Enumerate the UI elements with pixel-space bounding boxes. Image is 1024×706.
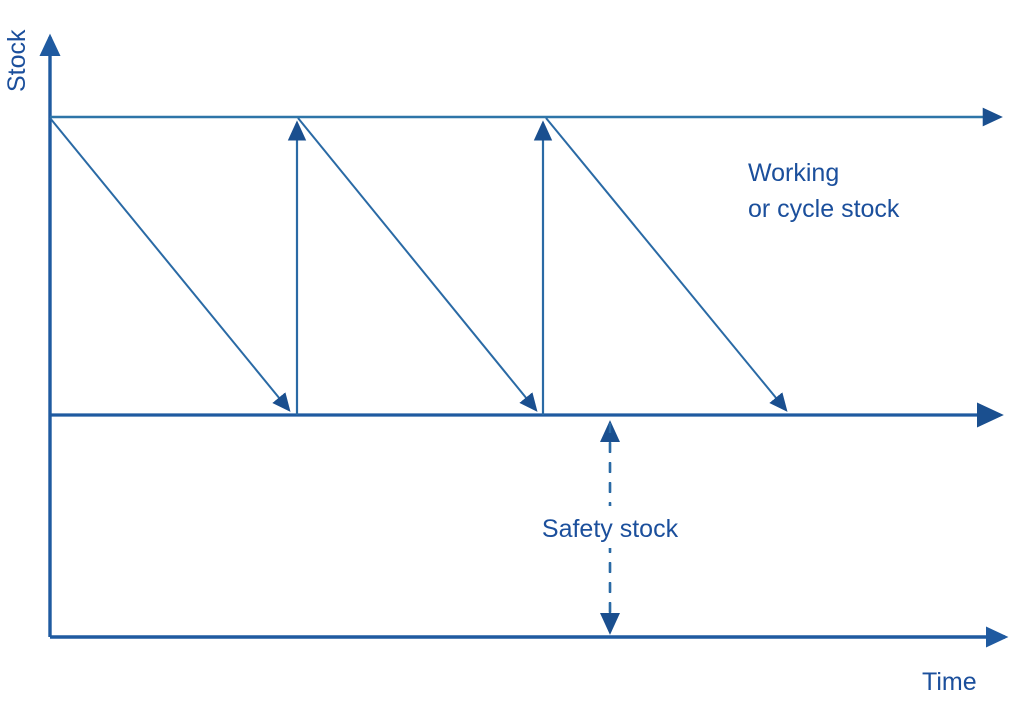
safety-stock-label: Safety stock [542,515,679,543]
working-stock-label-line1: Working [748,159,839,187]
time-axis-label: Time [922,668,977,696]
working-stock-label-line2: or cycle stock [748,195,900,223]
consumption-slope-1 [49,117,291,412]
consumption-slope-3 [545,117,788,412]
stock-axis-label: Stock [3,29,31,92]
consumption-slope-2 [297,117,538,412]
safety-stock-label-backdrop [536,506,708,548]
